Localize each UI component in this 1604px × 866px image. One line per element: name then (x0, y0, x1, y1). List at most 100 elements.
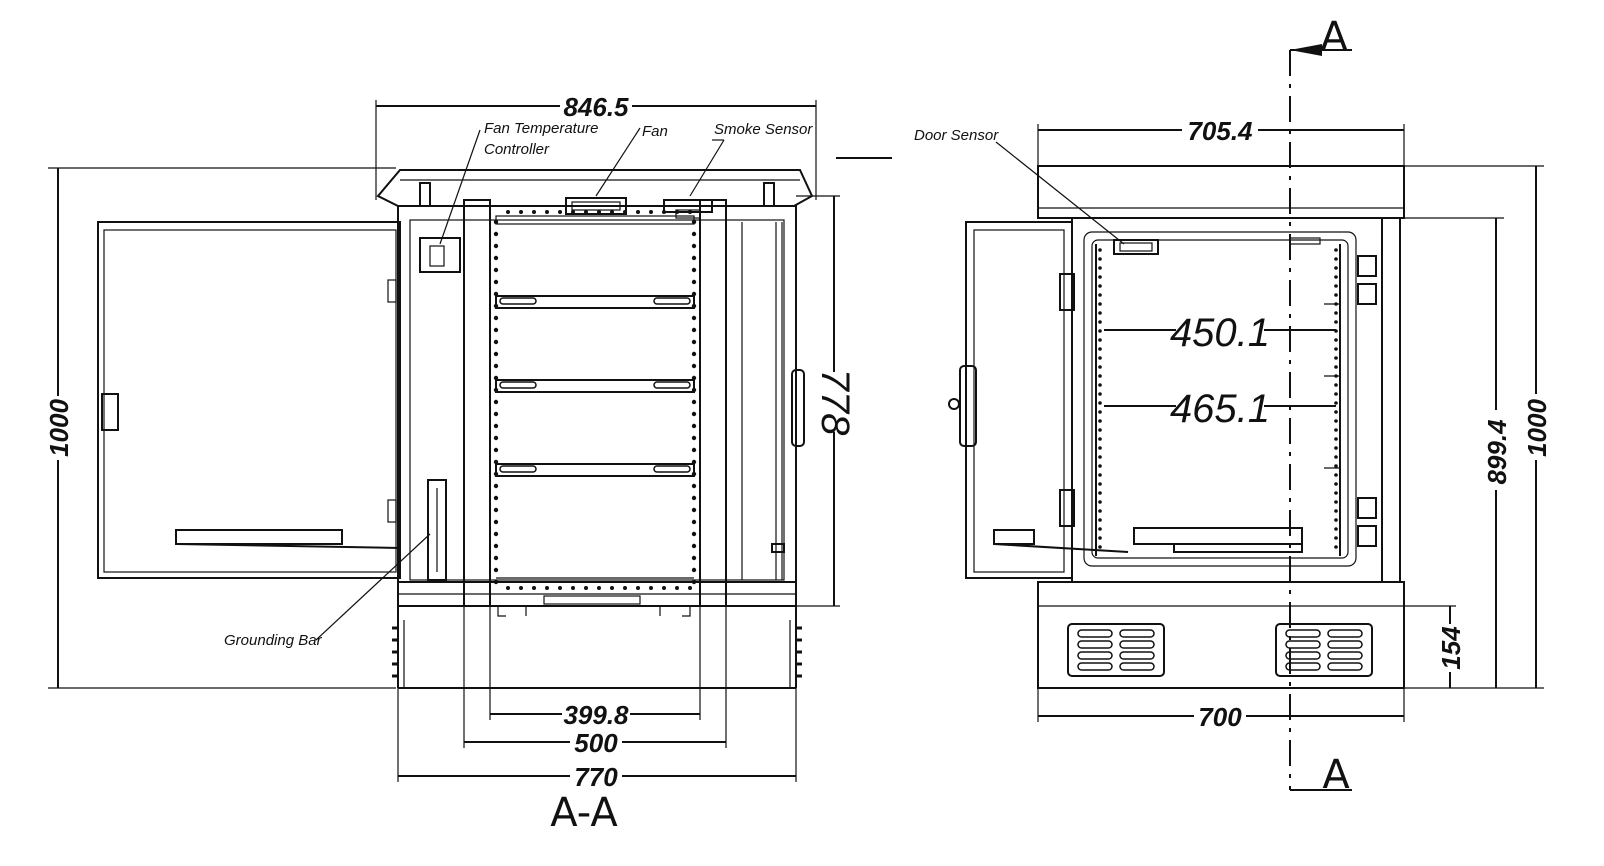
side-rail-hole (1098, 437, 1102, 441)
rail-hole (493, 327, 499, 333)
side-rail-hole (1334, 392, 1338, 396)
front-view: 846.5 1000 778 399.8 500 770 Fan Tempera… (44, 92, 892, 836)
side-rail-hole (1098, 410, 1102, 414)
front-dimension-lines (48, 100, 840, 782)
side-rail-hole (1098, 446, 1102, 450)
side-rail-hole (1334, 509, 1338, 513)
side-rail-hole (1098, 284, 1102, 288)
rail-hole (493, 315, 499, 321)
side-rail-hole (1334, 257, 1338, 261)
section-line (1289, 44, 1352, 791)
rail-hole (506, 586, 510, 590)
side-rail-hole (1098, 419, 1102, 423)
rail-hole (636, 586, 640, 590)
rail-hole (493, 243, 499, 249)
side-rail-hole (1334, 275, 1338, 279)
rail-hole (519, 586, 523, 590)
front-left-foot-clips (392, 626, 398, 678)
side-rail-hole (1334, 410, 1338, 414)
side-right-hardware (1357, 255, 1377, 547)
rail-hole (519, 210, 523, 214)
side-open-door (948, 221, 1129, 579)
rail-hole (691, 387, 697, 393)
dim-plinth-height: 154 (1436, 626, 1466, 670)
rail-hole (691, 543, 697, 549)
rail-hole (691, 579, 697, 585)
rail-hole (649, 210, 653, 214)
rail-hole (691, 399, 697, 405)
side-rail-hole (1098, 455, 1102, 459)
rail-hole (691, 219, 697, 225)
side-rail-hole (1098, 374, 1102, 378)
dim-side-base-width: 700 (1198, 702, 1242, 732)
label-door-sensor: Door Sensor (914, 127, 999, 144)
dim-rail-width: 399.8 (563, 700, 629, 730)
rail-hole (493, 519, 499, 525)
side-rail-hole (1334, 383, 1338, 387)
side-rail-hole (1098, 500, 1102, 504)
side-rail-hole (1098, 356, 1102, 360)
rail-hole (532, 586, 536, 590)
side-rail-hole (1334, 338, 1338, 342)
rail-hole (636, 210, 640, 214)
rail-hole (493, 567, 499, 573)
dim-overall-height: 1000 (44, 399, 74, 457)
rail-hole (691, 435, 697, 441)
side-rail-hole (1334, 311, 1338, 315)
side-shelf-tray (1133, 527, 1303, 553)
side-rail-hole (1334, 356, 1338, 360)
dim-inner-width-2: 465.1 (1170, 387, 1270, 431)
rail-hole (493, 375, 499, 381)
side-rail-hole (1334, 545, 1338, 549)
rail-hole (691, 531, 697, 537)
rail-hole (493, 267, 499, 273)
side-rail-hole (1334, 401, 1338, 405)
label-smoke-sensor: Smoke Sensor (714, 121, 813, 138)
front-cabinet-body (392, 205, 802, 689)
side-vent-left (1067, 623, 1165, 677)
label-fan: Fan (642, 123, 668, 140)
dim-overall-width: 846.5 (563, 92, 629, 122)
side-rail-hole (1098, 302, 1102, 306)
rail-hole (493, 279, 499, 285)
rail-hole (493, 471, 499, 477)
rail-hole (691, 243, 697, 249)
rail-hole (691, 255, 697, 261)
rail-hole (493, 351, 499, 357)
dim-inner-width-1: 450.1 (1170, 311, 1270, 355)
rail-hole (493, 447, 499, 453)
rail-hole (691, 555, 697, 561)
smoke-sensor-unit (663, 199, 713, 219)
dim-inner-height: 899.4 (1482, 419, 1512, 485)
rail-hole (493, 291, 499, 297)
side-rail-hole (1098, 536, 1102, 540)
rail-hole (691, 495, 697, 501)
rail-hole (623, 586, 627, 590)
rail-hole (493, 543, 499, 549)
side-cabinet-body (1037, 217, 1405, 689)
side-roof (1037, 165, 1405, 219)
front-right-panel (741, 222, 805, 580)
side-rail-hole (1334, 266, 1338, 270)
rail-hole (493, 507, 499, 513)
dim-top-width: 705.4 (1187, 116, 1253, 146)
section-title: A-A (550, 790, 618, 836)
side-rail-hole (1334, 293, 1338, 297)
dim-base-width: 770 (574, 762, 618, 792)
door-sensor-leader (995, 141, 1125, 245)
dim-rack-height: 778 (813, 369, 857, 436)
rail-hole (691, 519, 697, 525)
side-rail-hole (1334, 428, 1338, 432)
rack-rail-holes (493, 210, 697, 590)
rail-hole (675, 586, 679, 590)
fan-unit (565, 197, 627, 215)
side-rail-hole (1098, 338, 1102, 342)
side-rail-hole (1098, 509, 1102, 513)
side-rail-hole (1098, 527, 1102, 531)
side-rail-hole (1098, 473, 1102, 477)
rail-hole (691, 267, 697, 273)
side-rail-hole (1098, 401, 1102, 405)
side-rail-hole (1334, 536, 1338, 540)
dim-rack-width: 500 (574, 728, 618, 758)
rail-hole (691, 291, 697, 297)
